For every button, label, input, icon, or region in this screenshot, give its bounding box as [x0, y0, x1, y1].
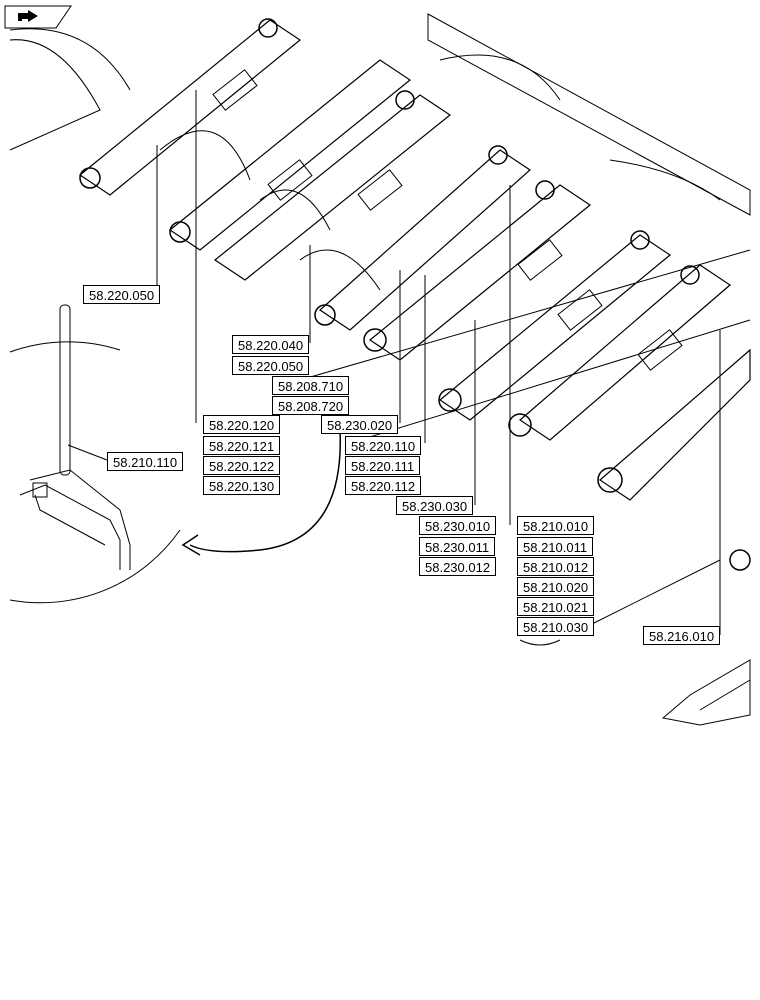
callout-58-210-110[interactable]: 58.210.110 [107, 452, 184, 471]
callout-58-210-021[interactable]: 58.210.021 [517, 597, 595, 616]
back-to-index-icon [4, 5, 72, 29]
callout-58-220-122[interactable]: 58.220.122 [203, 456, 281, 475]
callout-58-230-020[interactable]: 58.230.020 [321, 415, 399, 434]
callout-58-210-020[interactable]: 58.210.020 [517, 577, 595, 596]
callout-58-220-120[interactable]: 58.220.120 [203, 415, 281, 434]
callout-58-216-010[interactable]: 58.216.010 [643, 626, 721, 645]
callout-58-220-050-b[interactable]: 58.220.050 [232, 356, 310, 375]
callout-58-210-012[interactable]: 58.210.012 [517, 557, 595, 576]
callout-58-210-011[interactable]: 58.210.011 [517, 537, 594, 556]
callout-58-230-012[interactable]: 58.230.012 [419, 557, 497, 576]
callout-58-220-040[interactable]: 58.220.040 [232, 335, 310, 354]
callout-58-230-030[interactable]: 58.230.030 [396, 496, 474, 515]
callout-58-210-030[interactable]: 58.210.030 [517, 617, 595, 636]
callout-58-220-121[interactable]: 58.220.121 [203, 436, 281, 455]
callout-58-220-111[interactable]: 58.220.111 [345, 456, 421, 475]
callout-58-220-112[interactable]: 58.220.112 [345, 476, 422, 495]
callout-58-208-720[interactable]: 58.208.720 [272, 396, 350, 415]
back-to-index-button[interactable] [4, 5, 72, 29]
callout-58-220-050[interactable]: 58.220.050 [83, 285, 161, 304]
callout-58-230-010[interactable]: 58.230.010 [419, 516, 497, 535]
callout-58-220-110[interactable]: 58.220.110 [345, 436, 422, 455]
callout-58-230-011[interactable]: 58.230.011 [419, 537, 496, 556]
callout-58-208-710[interactable]: 58.208.710 [272, 376, 350, 395]
callout-58-220-130[interactable]: 58.220.130 [203, 476, 281, 495]
callout-58-210-010[interactable]: 58.210.010 [517, 516, 595, 535]
